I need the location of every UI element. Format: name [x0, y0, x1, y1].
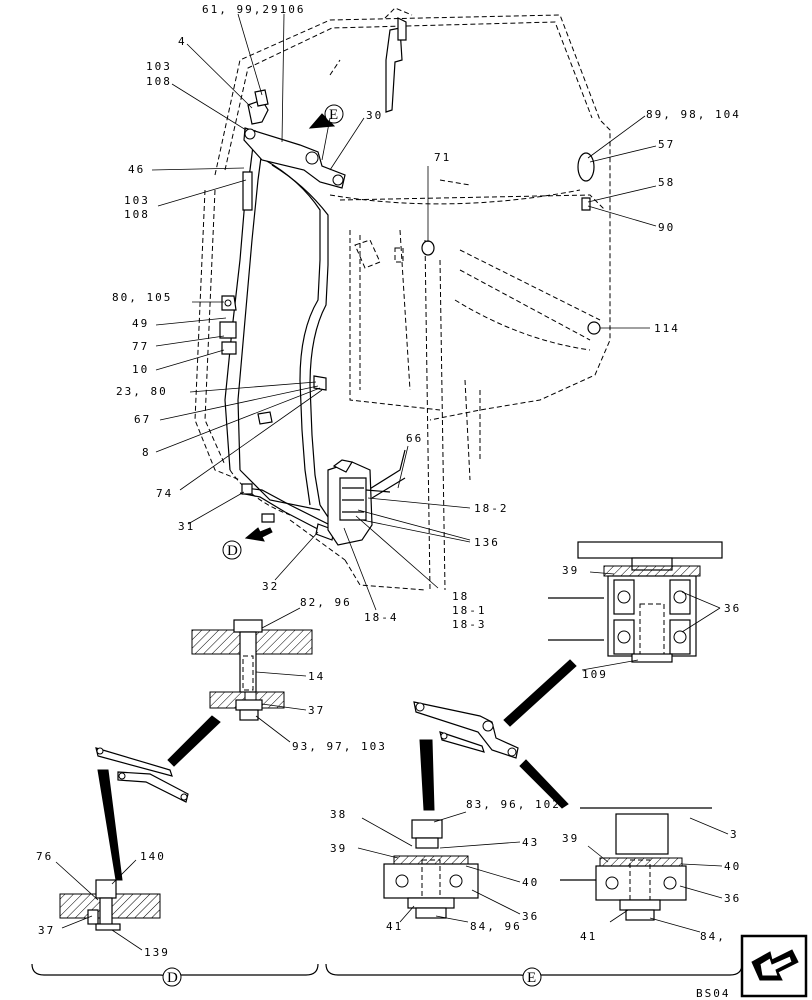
section-label-d: D: [167, 970, 178, 986]
callout-77: 77: [132, 340, 149, 353]
callout-49: 49: [132, 317, 149, 330]
callout-114: 114: [654, 322, 680, 335]
callout-38: 38: [330, 808, 347, 821]
section-label-e: E: [527, 970, 536, 986]
detail-d-bolt: 76 140 37 139: [36, 850, 170, 959]
callouts-main: 61, 99,29106 4 103 108 30 46 103 108 80,…: [112, 3, 741, 631]
callout-109: 109: [582, 668, 608, 681]
pointer-wedges: [97, 659, 577, 881]
callout-103-upper: 103: [146, 60, 172, 73]
grommets: [421, 152, 601, 335]
callout-40-e-right: 40: [724, 860, 741, 873]
callout-67: 67: [134, 413, 151, 426]
view-marker-d: D: [227, 543, 238, 559]
callout-90: 90: [658, 221, 675, 234]
next-page-arrow-icon[interactable]: [740, 934, 808, 998]
detail-d-links: [95, 747, 189, 803]
callout-23-80: 23, 80: [116, 385, 168, 398]
section-bracket-e: E: [325, 963, 743, 987]
callout-39-e-left: 39: [330, 842, 347, 855]
callout-57: 57: [658, 138, 675, 151]
view-marker-e: E: [329, 107, 338, 123]
callout-140: 140: [140, 850, 166, 863]
callout-84-96: 84, 96: [470, 920, 522, 933]
callout-18-3: 18-3: [452, 618, 487, 631]
callout-80-105: 80, 105: [112, 291, 172, 304]
harness-clips: [219, 171, 335, 541]
callout-10: 10: [132, 363, 149, 376]
callout-43: 43: [522, 836, 539, 849]
callout-41-e-left: 41: [386, 920, 403, 933]
detail-e-links: [413, 701, 519, 759]
view-arrow-d: [244, 527, 273, 542]
callout-139: 139: [144, 946, 170, 959]
upper-hinge: [385, 17, 407, 113]
callout-84-e-right: 84,: [700, 930, 726, 943]
callout-37-upper: 37: [308, 704, 325, 717]
callout-18-1: 18-1: [452, 604, 487, 617]
cable-harness: [224, 129, 406, 539]
callout-3: 3: [730, 828, 739, 841]
callout-108-upper: 108: [146, 75, 172, 88]
view-marker-d-circle: [222, 540, 242, 560]
callout-40-e-left: 40: [522, 876, 539, 889]
callout-66: 66: [406, 432, 423, 445]
washer-reservoir: [327, 459, 391, 546]
callout-83-96-102: 83, 96, 102: [466, 798, 561, 811]
callout-58: 58: [658, 176, 675, 189]
callout-32: 32: [262, 580, 279, 593]
callout-61: 61, 99,29106: [202, 3, 305, 16]
callout-39-e-right: 39: [562, 832, 579, 845]
callout-103-lower: 103: [124, 194, 150, 207]
detail-bolt-section: 82, 96 14 37 93, 97, 103: [191, 596, 387, 753]
leader-lines: [151, 13, 657, 611]
callout-14: 14: [308, 670, 325, 683]
section-bracket-d: D: [31, 963, 319, 987]
detail-bearing-109: 39 36 109: [548, 541, 741, 681]
callout-36-bearing: 36: [724, 602, 741, 615]
callout-36-e-right: 36: [724, 892, 741, 905]
callout-18: 18: [452, 590, 469, 603]
callout-93-97-103: 93, 97, 103: [292, 740, 387, 753]
upper-link-assembly: [243, 89, 346, 189]
callout-74: 74: [156, 487, 173, 500]
callout-136: 136: [474, 536, 500, 549]
callout-30: 30: [366, 109, 383, 122]
callout-82-96: 82, 96: [300, 596, 352, 609]
callout-37-lower: 37: [38, 924, 55, 937]
detail-e-bearing-right: 3 39 40 36 41 84,: [560, 807, 741, 943]
callout-41-e-right: 41: [580, 930, 597, 943]
callout-31: 31: [178, 520, 195, 533]
cab-outline: [194, 7, 611, 591]
callout-71: 71: [434, 151, 451, 164]
callout-89-98-104: 89, 98, 104: [646, 108, 741, 121]
detail-e-bearing-left: 38 39 83, 96, 102 43 40 36 41 84, 96: [330, 798, 561, 933]
callout-18-4: 18-4: [364, 611, 399, 624]
callout-108-lower: 108: [124, 208, 150, 221]
callout-36-e-left: 36: [522, 910, 539, 923]
callout-76: 76: [36, 850, 53, 863]
callout-39-bearing: 39: [562, 564, 579, 577]
callout-4: 4: [178, 35, 187, 48]
callout-8: 8: [142, 446, 151, 459]
callout-18-2: 18-2: [474, 502, 509, 515]
callout-46: 46: [128, 163, 145, 176]
figure-code: BS04: [696, 987, 731, 1000]
